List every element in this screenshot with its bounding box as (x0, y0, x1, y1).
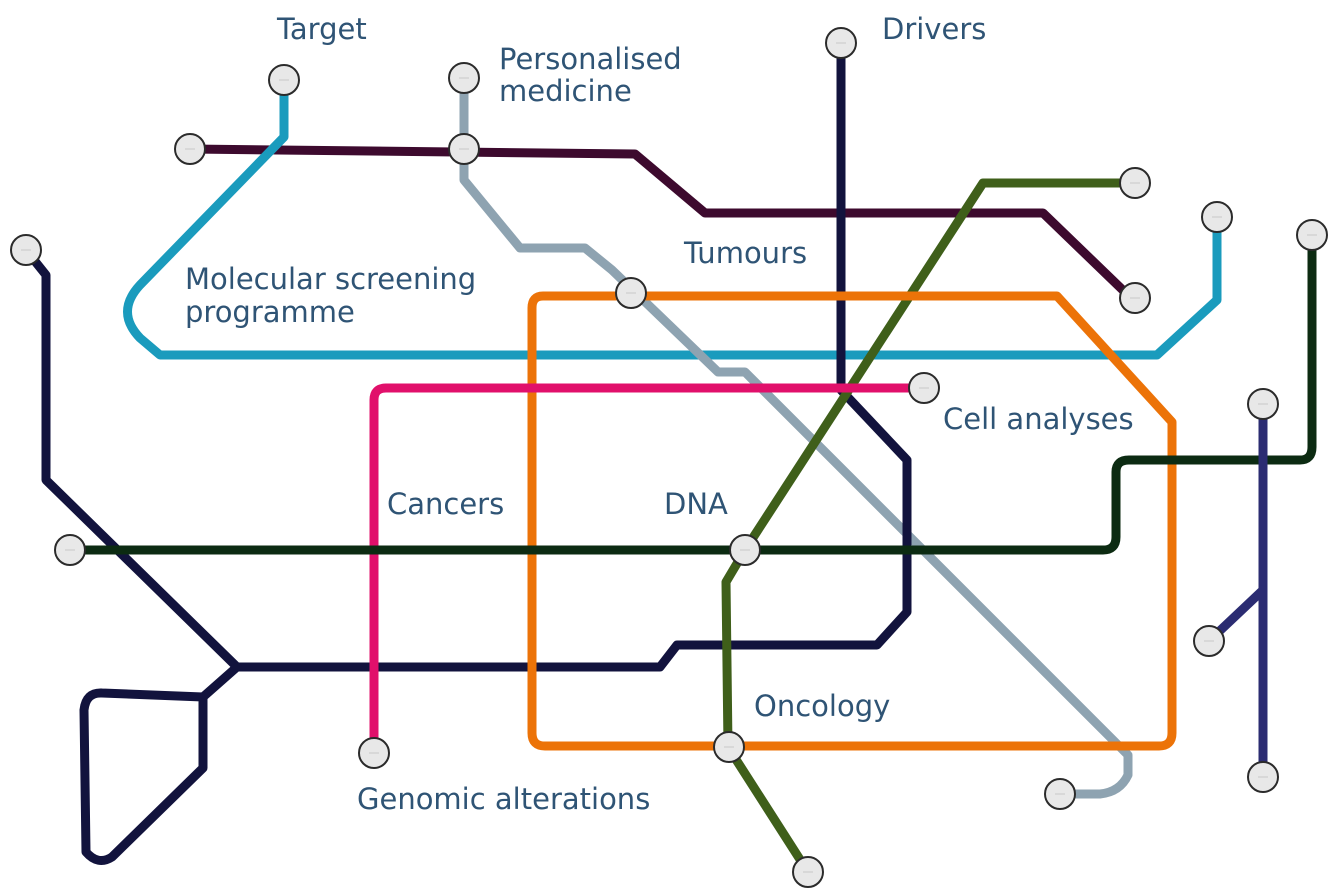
line-navy-loop (79, 662, 242, 866)
line-magenta (369, 383, 929, 758)
label-molecular-line1: Molecular screening (185, 262, 476, 296)
line-grey (459, 73, 1133, 799)
station-dna-interchange[interactable] (729, 534, 761, 566)
station-labels: Target Personalised medicine Drivers Mol… (185, 12, 1134, 816)
label-tumours: Tumours (683, 236, 807, 270)
station-personalised-end[interactable] (448, 62, 480, 94)
label-genomic-alterations: Genomic alterations (357, 782, 650, 816)
label-target: Target (276, 12, 367, 46)
station-grey-south-end[interactable] (1044, 778, 1076, 810)
station-darkgreen-west-end[interactable] (54, 534, 86, 566)
line-olive (721, 178, 1140, 877)
station-indigo-branch-end[interactable] (1193, 625, 1225, 657)
label-cell-analyses: Cell analyses (943, 402, 1134, 436)
station-olive-north-end[interactable] (1119, 167, 1151, 199)
station-genomic-end[interactable] (358, 737, 390, 769)
station-darkgreen-east-end[interactable] (1296, 219, 1328, 251)
station-indigo-north-end[interactable] (1247, 388, 1279, 420)
station-target-end[interactable] (268, 64, 300, 96)
station-maroon-east-end[interactable] (1119, 282, 1151, 314)
station-drivers-end[interactable] (825, 27, 857, 59)
line-maroon (185, 144, 1135, 302)
line-darkgreen (65, 230, 1317, 555)
station-cell-analyses[interactable] (908, 372, 940, 404)
label-personalised-line2: medicine (499, 74, 632, 108)
label-cancers: Cancers (387, 487, 504, 521)
station-oncology-interchange[interactable] (713, 731, 745, 763)
station-maroon-west[interactable] (174, 133, 206, 165)
station-olive-south-end[interactable] (792, 856, 824, 888)
station-indigo-south-end[interactable] (1247, 761, 1279, 793)
station-navy-west-end[interactable] (10, 234, 42, 266)
label-oncology: Oncology (754, 689, 890, 723)
line-orange (527, 291, 1177, 751)
label-personalised-line1: Personalised (499, 42, 682, 76)
line-teal (123, 75, 1222, 360)
station-personalised-interchange[interactable] (448, 133, 480, 165)
label-dna: DNA (664, 487, 728, 521)
stations (10, 27, 1328, 888)
label-drivers: Drivers (882, 12, 986, 46)
metro-lines (21, 38, 1317, 877)
station-teal-east-end[interactable] (1201, 201, 1233, 233)
label-molecular-line2: programme (185, 295, 355, 329)
line-navy (21, 38, 912, 672)
station-tumours[interactable] (615, 277, 647, 309)
